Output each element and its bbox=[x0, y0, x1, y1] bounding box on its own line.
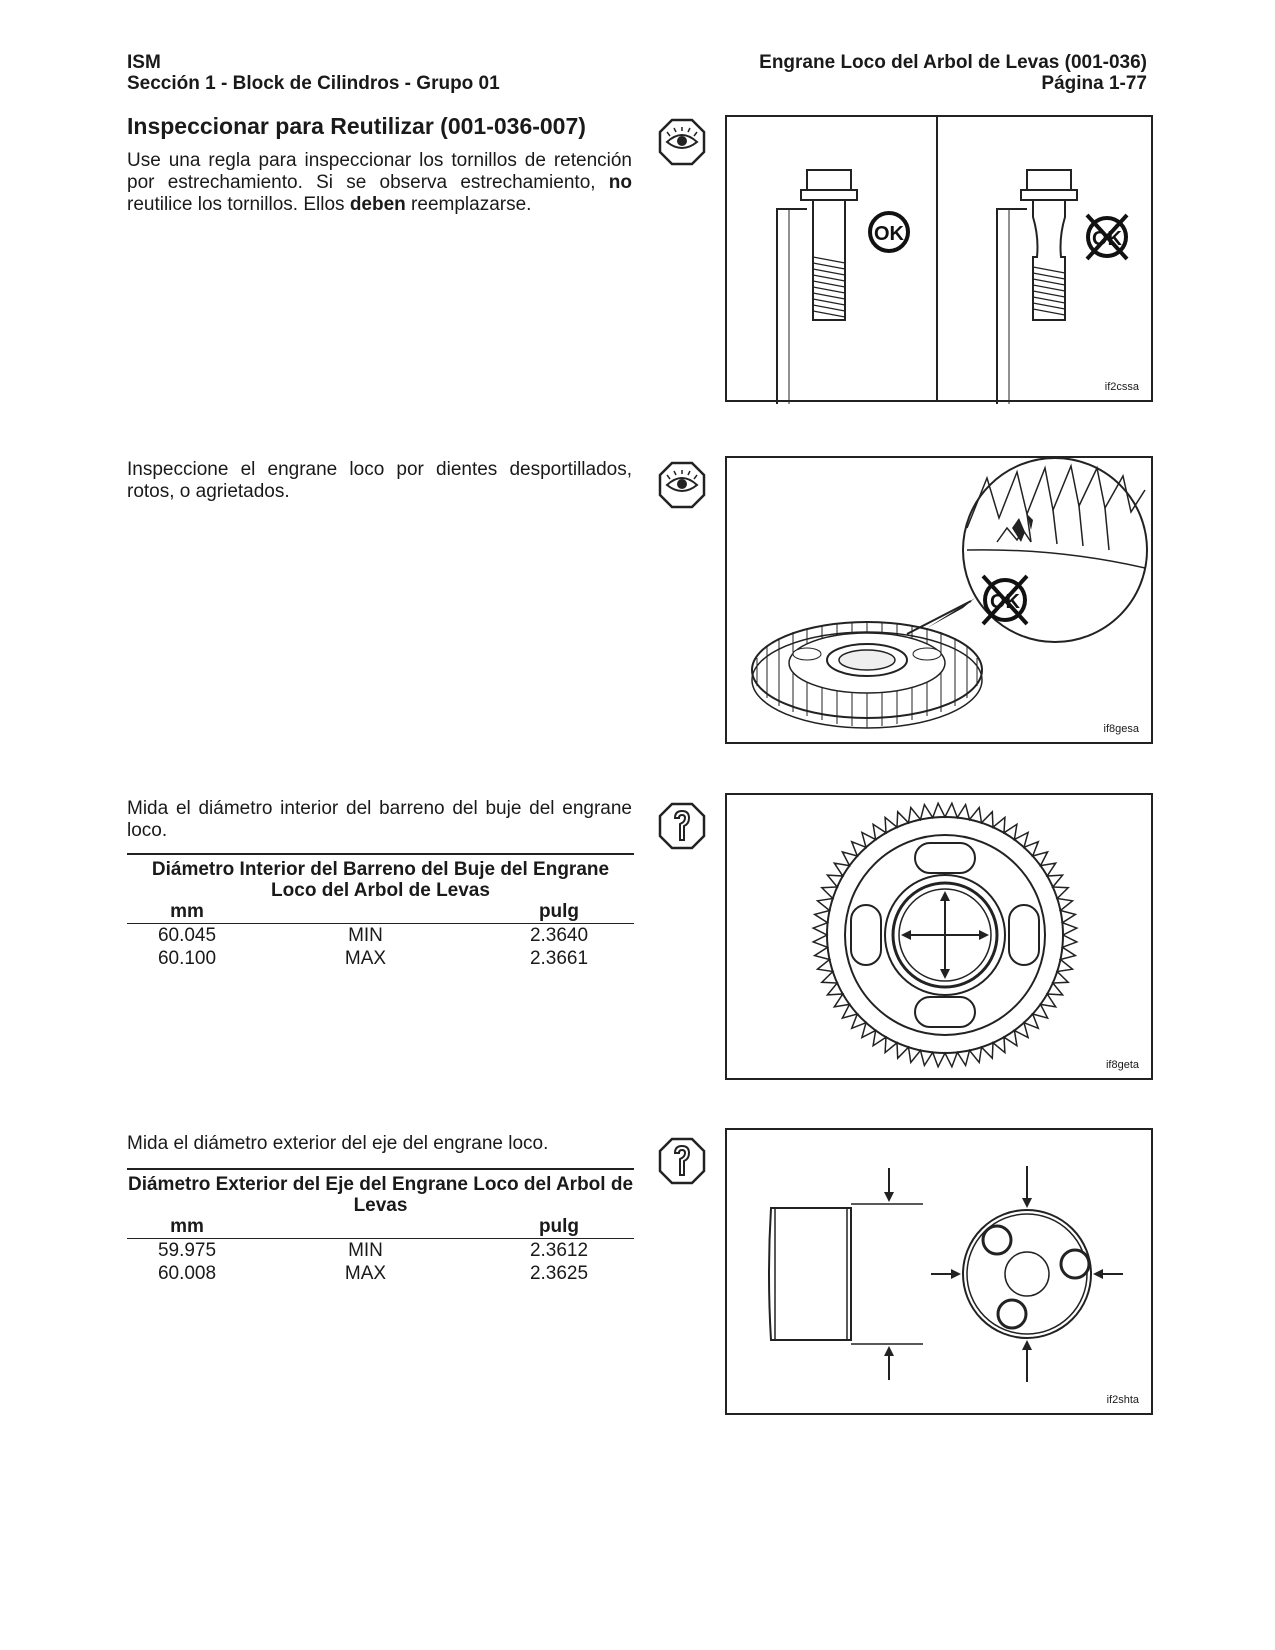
gear-inspection-text: Inspeccione el engrane loco por dientes … bbox=[127, 459, 632, 502]
in-value: 2.3640 bbox=[529, 925, 589, 946]
bore-spec-table: Diámetro Interior del Barreno del Buje d… bbox=[127, 853, 634, 970]
table-title: Diámetro Interior del Barreno del Buje d… bbox=[127, 853, 634, 901]
col-in: pulg bbox=[484, 901, 634, 924]
table-row: 60.045 MIN 2.3640 bbox=[127, 924, 634, 948]
mm-value: 59.975 bbox=[157, 1240, 217, 1261]
limit-label: MAX bbox=[344, 948, 387, 969]
page-number: Página 1-77 bbox=[1041, 73, 1147, 94]
ok-label: OK bbox=[874, 223, 905, 245]
emphasis-deben: deben bbox=[349, 194, 406, 215]
section-name: Sección 1 - Block de Cilindros - Grupo 0… bbox=[127, 73, 500, 94]
figure-code: if2shta bbox=[1106, 1394, 1139, 1406]
table-row: 60.008 MAX 2.3625 bbox=[127, 1262, 634, 1285]
bolt-inspection-text: Use una regla para inspeccionar los torn… bbox=[127, 150, 632, 216]
eye-inspect-icon bbox=[658, 461, 706, 509]
figure-code: if8geta bbox=[1105, 1059, 1139, 1071]
section-title: Inspeccionar para Reutilizar (001-036-00… bbox=[127, 113, 586, 139]
col-mm: mm bbox=[127, 901, 247, 924]
col-mm: mm bbox=[127, 1216, 247, 1239]
shaft-figure: if2shta bbox=[725, 1128, 1153, 1415]
text-part: Use una regla para inspeccionar los torn… bbox=[127, 150, 632, 193]
emphasis-no: no bbox=[608, 172, 632, 193]
measure-icon bbox=[658, 802, 706, 850]
table-row: 59.975 MIN 2.3612 bbox=[127, 1239, 634, 1263]
in-value: 2.3661 bbox=[529, 948, 589, 969]
gear-teeth-figure: OK if8gesa bbox=[725, 456, 1153, 744]
figure-code: if2cssa bbox=[1104, 381, 1139, 393]
text-part: reutilice los tornillos. Ellos bbox=[127, 194, 350, 215]
limit-label: MAX bbox=[344, 1263, 387, 1284]
mm-value: 60.045 bbox=[157, 925, 217, 946]
page-header-right: Engrane Loco del Arbol de Levas (001-036… bbox=[759, 52, 1147, 94]
text-part: reemplazarse. bbox=[405, 194, 532, 215]
chapter-title: Engrane Loco del Arbol de Levas (001-036… bbox=[759, 52, 1147, 73]
page-header-left: ISM Sección 1 - Block de Cilindros - Gru… bbox=[127, 52, 500, 94]
shaft-measure-text: Mida el diámetro exterior del eje del en… bbox=[127, 1133, 549, 1154]
gear-bore-figure: if8geta bbox=[725, 793, 1153, 1080]
limit-label: MIN bbox=[348, 925, 383, 946]
table-row: 60.100 MAX 2.3661 bbox=[127, 947, 634, 970]
mm-value: 60.100 bbox=[157, 948, 217, 969]
manual-name: ISM bbox=[127, 52, 161, 73]
measure-icon bbox=[658, 1137, 706, 1185]
eye-inspect-icon bbox=[658, 118, 706, 166]
table-title: Diámetro Exterior del Eje del Engrane Lo… bbox=[127, 1168, 634, 1216]
shaft-spec-table: Diámetro Exterior del Eje del Engrane Lo… bbox=[127, 1168, 634, 1285]
mm-value: 60.008 bbox=[157, 1263, 217, 1284]
bore-measure-text: Mida el diámetro interior del barreno de… bbox=[127, 798, 632, 841]
col-in: pulg bbox=[484, 1216, 634, 1239]
limit-label: MIN bbox=[348, 1240, 383, 1261]
bolt-figure: OK OK if2cssa bbox=[725, 115, 1153, 404]
figure-code: if8gesa bbox=[1103, 723, 1139, 735]
in-value: 2.3612 bbox=[529, 1240, 589, 1261]
in-value: 2.3625 bbox=[529, 1263, 589, 1284]
